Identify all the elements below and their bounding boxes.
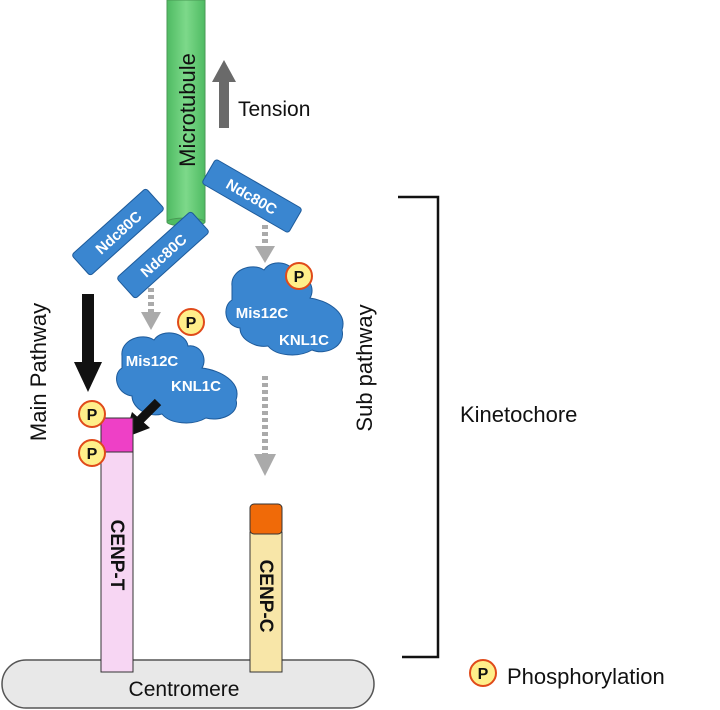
kinetochore-bracket: Kinetochore	[398, 195, 577, 659]
dashed-arrow-right-top	[255, 225, 275, 263]
bracket-line	[398, 195, 440, 659]
mis12c-knl1c-sub: Mis12C KNL1C	[225, 262, 344, 356]
microtubule-label: Microtubule	[175, 53, 200, 167]
main-arrow-vertical	[74, 294, 102, 392]
mis12c-knl1c-main: Mis12C KNL1C	[116, 332, 238, 424]
dashed-arrow-head	[254, 454, 276, 476]
phospho-letter: P	[87, 446, 98, 463]
arrow-head	[74, 362, 102, 392]
sub-pathway-label: Sub pathway	[352, 304, 377, 431]
centromere: Centromere	[1, 659, 375, 709]
arrow-shaft	[134, 398, 162, 426]
phospho-letter: P	[478, 666, 489, 683]
microtubule: Microtubule	[166, 0, 206, 227]
phospho-icon	[285, 262, 313, 290]
cenp-t: CENP-T	[100, 417, 134, 673]
tension-arrow-icon	[212, 60, 236, 128]
ndc80c-box	[202, 159, 302, 233]
phospho-letter: P	[186, 315, 197, 332]
cenp-t-body	[100, 449, 134, 673]
cenp-c-head	[249, 503, 283, 535]
dashed-arrow-head	[255, 246, 275, 263]
dashed-arrow-right-long	[254, 376, 276, 476]
phosphorylation-legend-label: Phosphorylation	[507, 664, 665, 689]
kinetochore-label: Kinetochore	[460, 402, 577, 427]
dashed-arrow-middle	[141, 288, 161, 330]
cenp-t-label: CENP-T	[106, 520, 127, 591]
tension-label: Tension	[238, 98, 310, 121]
phospho-marker-cenp-t-1: P	[78, 400, 106, 428]
phospho-marker-main: P	[177, 308, 205, 336]
mis12c-label: Mis12C	[236, 305, 289, 322]
arrow-shaft	[82, 294, 94, 364]
phospho-letter: P	[294, 269, 305, 286]
microtubule-shape	[166, 0, 206, 223]
ndc80c-box	[117, 211, 209, 299]
phospho-legend-icon	[469, 659, 497, 687]
mis12c-blob	[225, 262, 344, 356]
mis12c-blob	[116, 332, 238, 424]
tension-indicator: Tension	[212, 60, 310, 128]
ndc80c-right: Ndc80C	[202, 159, 302, 233]
knl1c-label: KNL1C	[279, 332, 329, 349]
legend: P Phosphorylation	[469, 659, 665, 689]
centromere-label: Centromere	[129, 678, 240, 701]
phospho-icon	[78, 439, 106, 467]
phospho-icon	[78, 400, 106, 428]
knl1c-label: KNL1C	[171, 378, 221, 395]
cenp-c-label: CENP-C	[255, 560, 276, 633]
cenp-t-head	[100, 417, 134, 453]
dashed-arrow-head	[141, 312, 161, 330]
phospho-letter: P	[87, 407, 98, 424]
phospho-icon	[177, 308, 205, 336]
mis12c-label: Mis12C	[126, 353, 179, 370]
main-pathway-label: Main Pathway	[26, 303, 51, 441]
phospho-marker-sub: P	[285, 262, 313, 290]
cenp-c-body	[249, 531, 283, 673]
phospho-marker-cenp-t-2: P	[78, 439, 106, 467]
cenp-c: CENP-C	[249, 503, 283, 673]
ndc80c-box	[72, 188, 164, 276]
